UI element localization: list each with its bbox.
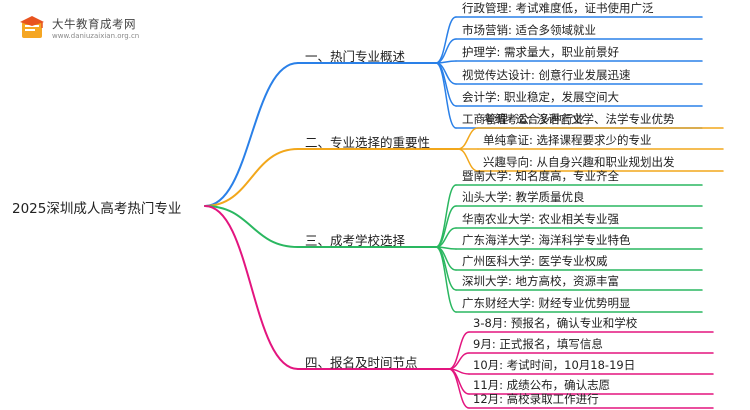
root-topic: 2025深圳成人高考热门专业 [12, 201, 182, 217]
leaf-node: 工商管理: 适合多种行业 [462, 112, 585, 126]
leaf-node: 汕头大学: 教学质量优良 [462, 190, 585, 204]
site-logo: 大牛教育成考网 www.daniuzaixian.org.cn [18, 12, 198, 46]
leaf-node: 护理学: 需求量大，职业前景好 [462, 45, 620, 59]
leaf-node: 兴趣导向: 从自身兴趣和职业规划出发 [483, 155, 675, 169]
logo-url: www.daniuzaixian.org.cn [52, 32, 140, 40]
leaf-connector [435, 62, 457, 129]
leaf-connector [448, 352, 470, 370]
root-branch-connector [204, 205, 299, 248]
leaf-node: 会计学: 职业稳定，发展空间大 [462, 90, 620, 104]
leaf-node: 考编考公: 汉语言文学、法学专业优势 [483, 112, 675, 126]
leaf-node: 11月: 成绩公布，确认志愿 [473, 378, 611, 392]
root-branch-connector [204, 148, 299, 207]
root-branch-connector [204, 205, 299, 370]
leaf-node: 深圳大学: 地方高校，资源丰富 [462, 274, 620, 288]
graduation-cap-book-icon [20, 16, 44, 38]
leaf-node: 暨南大学: 知名度高，专业齐全 [462, 169, 620, 183]
leaf-connector [435, 246, 457, 313]
leaf-node: 12月: 高校录取工作进行 [473, 392, 599, 406]
branch-label: 三、成考学校选择 [305, 233, 406, 248]
leaf-connector [457, 148, 479, 172]
branch-label: 一、热门专业概述 [305, 49, 406, 64]
leaf-node: 10月: 考试时间，10月18-19日 [473, 358, 636, 372]
leaf-node: 单纯拿证: 选择课程要求少的专业 [483, 133, 652, 147]
branch-label: 四、报名及时间节点 [305, 355, 418, 370]
leaf-connector [448, 331, 470, 370]
leaf-node: 广东财经大学: 财经专业优势明显 [462, 296, 631, 310]
branch-label: 二、专业选择的重要性 [305, 135, 431, 150]
leaf-node: 9月: 正式报名，填写信息 [473, 337, 603, 351]
leaf-node: 视觉传达设计: 创意行业发展迅速 [462, 68, 631, 82]
leaf-node: 广州医科大学: 医学专业权威 [462, 254, 608, 268]
leaf-connector [457, 127, 479, 150]
leaf-node: 行政管理: 考试难度低，证书使用广泛 [462, 1, 654, 15]
root-branch-connector [204, 62, 299, 207]
leaf-node: 广东海洋大学: 海洋科学专业特色 [462, 233, 631, 247]
leaf-node: 华南农业大学: 农业相关专业强 [462, 212, 620, 226]
leaf-connector [448, 368, 470, 409]
leaf-node: 3-8月: 预报名，确认专业和学校 [473, 316, 638, 330]
logo-name: 大牛教育成考网 [52, 17, 136, 31]
leaf-node: 市场营销: 适合多领域就业 [462, 23, 597, 37]
leaf-connector [435, 205, 457, 248]
